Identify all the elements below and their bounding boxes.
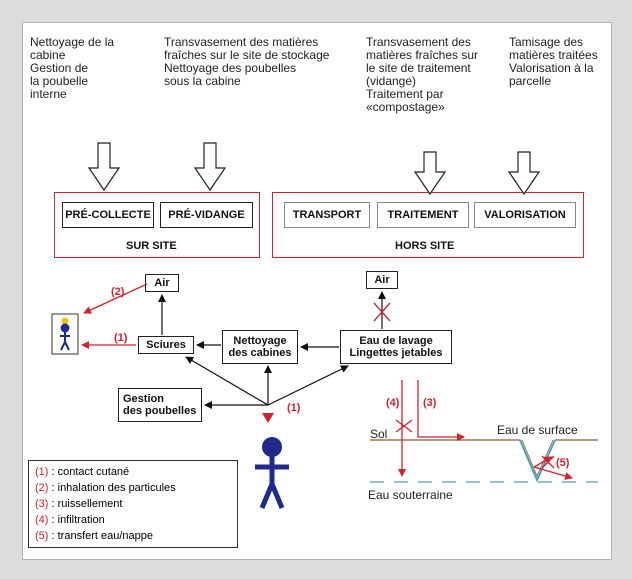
node-sciures: Sciures [138,336,194,354]
description-pre-collecte: Nettoyage de la cabine Gestion de la pou… [30,35,115,101]
pathway-label-1-center: (1) [287,402,301,414]
node-eau-line1: Eau de lavage [359,335,433,347]
red-triangle-arrow [262,413,274,423]
flow-arrow-1 [87,142,121,192]
stage-valorisation: VALORISATION [474,202,576,228]
stage-pre-vidange: PRÉ-VIDANGE [160,202,253,228]
label-sol: Sol [370,427,388,441]
node-air-right: Air [366,271,398,289]
stage-transport: TRANSPORT [284,202,370,228]
blocked-cross-runoff [395,419,413,433]
label-eau-surface: Eau de surface [497,423,578,437]
description-traitement: Transvasement des matières fraîches sur … [366,35,479,114]
flow-arrow-4 [507,151,541,196]
description-pre-vidange: Transvasement des matières fraîches sur … [164,35,330,88]
legend: (1) : contact cutané (2) : inhalation de… [28,460,238,548]
node-eau-lavage: Eau de lavage Lingettes jetables [340,330,452,364]
stage-pre-collecte: PRÉ-COLLECTE [62,202,154,228]
legend-item-3: (3) : ruissellement [35,498,123,510]
arrow-hub-sciures [185,356,269,406]
group-hors-site [272,192,584,258]
large-person-icon [255,437,289,509]
node-gestion-line2: des poubelles [123,405,197,417]
legend-item-2: (2) : inhalation des particules [35,482,176,494]
arrow-hub-eau [267,365,349,406]
legend-item-4: (4) : infiltration [35,514,105,526]
pathway-label-4: (4) [386,397,400,409]
legend-item-5: (5) : transfert eau/nappe [35,530,154,542]
node-eau-line2: Lingettes jetables [349,347,443,359]
group-sur-site-label: SUR SITE [126,240,177,252]
pathway-label-5: (5) [556,457,570,469]
pathway-label-2: (2) [111,286,125,298]
node-nettoyage-line2: des cabines [228,347,292,359]
group-hors-site-label: HORS SITE [395,240,455,252]
flow-arrow-2 [193,142,227,192]
legend-item-1: (1) : contact cutané [35,466,130,478]
arrow-transfer [533,466,573,480]
node-air-left: Air [145,274,179,292]
blocked-cross-transfer [541,455,555,469]
node-gestion-line1: Gestion [123,393,164,405]
small-person-icon [60,317,70,351]
surface-water-channel [519,439,556,483]
arrow-transfer-up [533,456,553,468]
stage-traitement: TRAITEMENT [377,202,469,228]
group-sur-site [54,192,260,258]
node-nettoyage-line1: Nettoyage [233,335,287,347]
label-eau-souterraine: Eau souterraine [368,488,453,502]
node-nettoyage-cabines: Nettoyage des cabines [222,330,298,364]
arrow-inhalation [83,283,148,314]
pathway-label-1-left: (1) [114,332,128,344]
node-gestion-poubelles: Gestion des poubelles [118,388,202,422]
blocked-cross-air [373,302,391,322]
arrow-runoff [417,380,465,441]
flow-arrow-3 [413,151,447,196]
description-valorisation: Tamisage des matières traitées Valorisat… [509,35,598,88]
pathway-label-3: (3) [423,397,437,409]
